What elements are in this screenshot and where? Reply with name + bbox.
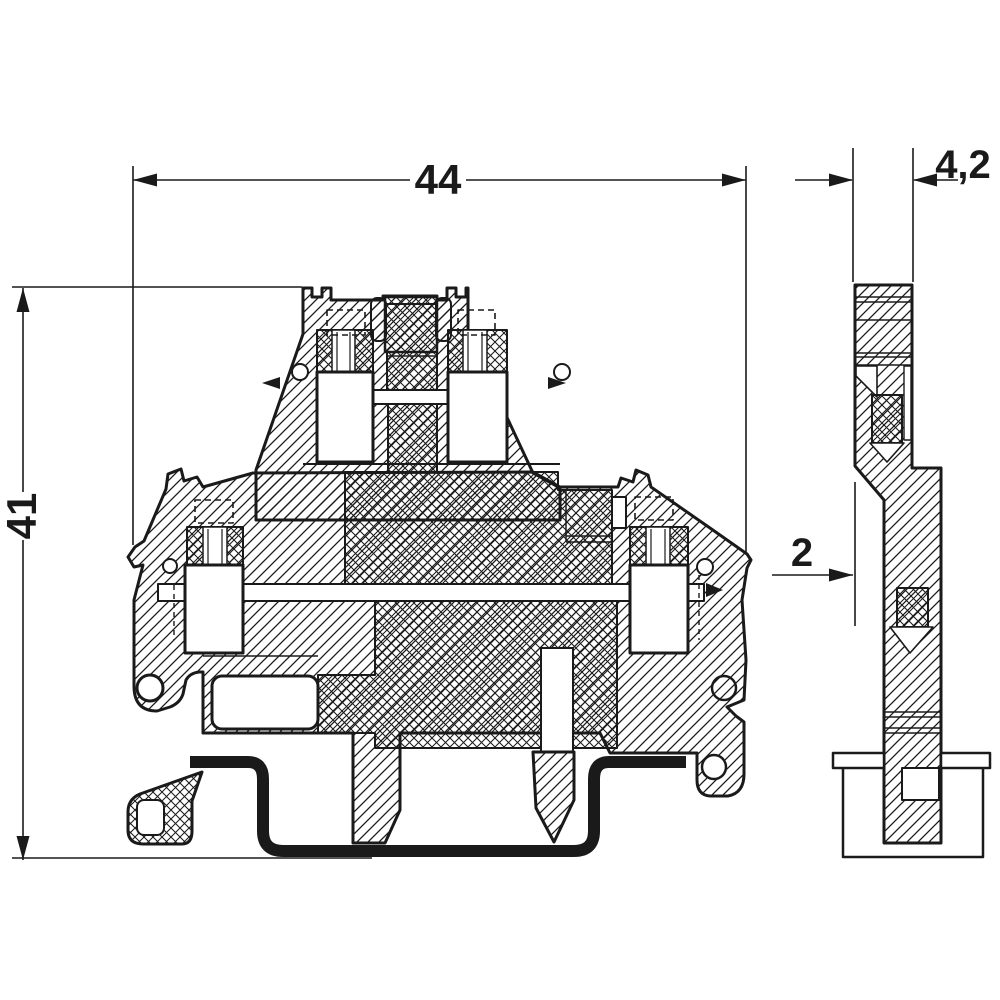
dim-width-label: 44: [415, 156, 462, 203]
shaft-hole: [696, 558, 714, 576]
side-lug-window: [611, 496, 627, 529]
arrow-down-icon: [16, 836, 30, 860]
shaft-hole: [553, 363, 571, 381]
lower-busbar-arrow-right-icon: [706, 583, 723, 597]
shaft-hole: [291, 363, 309, 381]
side-clamp-lower: [896, 587, 929, 628]
upper-busbar: [372, 389, 449, 405]
arrow-up-icon: [16, 288, 30, 312]
dim-height-label: 41: [0, 493, 45, 540]
side-step-cutout: [901, 767, 940, 801]
hidden-edge-box: [194, 499, 234, 524]
foot-hole-left: [135, 673, 165, 703]
foot-slot: [136, 799, 165, 836]
din-rail-side: [831, 751, 992, 859]
front-view: [126, 286, 753, 857]
center-head-block: [383, 295, 439, 354]
hidden-edge-box: [634, 496, 674, 521]
clamp-screw-bottom-left: [183, 563, 245, 655]
arrow-right-icon: [829, 568, 853, 582]
clamp-screw-top-left: [315, 370, 375, 464]
hidden-edge-box: [457, 309, 496, 336]
side-slot: [903, 365, 912, 441]
center-column: [387, 403, 438, 473]
dimension-labels: 44 41 4,2 2: [0, 143, 991, 575]
center-chamber-upper: [344, 471, 613, 587]
arrow-left-icon: [133, 173, 157, 187]
arrow-right-icon: [829, 173, 853, 187]
upper-busbar-arrow-right-icon: [548, 377, 566, 389]
clamp-screw-bottom-right: [628, 563, 690, 655]
side-view: [831, 283, 992, 859]
shaft-hole: [162, 558, 178, 574]
hidden-edge-box: [326, 309, 366, 336]
arrow-left-icon: [913, 173, 937, 187]
side-clamp-upper: [871, 394, 903, 444]
foot-hole-right-lower: [700, 753, 728, 781]
upper-busbar-arrow-left-icon: [262, 377, 280, 389]
din-rail-profile: [190, 756, 686, 857]
foot-hole-right-upper: [710, 674, 738, 702]
dimension-arrows: [16, 173, 937, 860]
center-sub-block: [386, 351, 438, 391]
arrow-right-icon: [722, 173, 746, 187]
latch-leg: [531, 750, 576, 844]
clamp-screw-top-right: [446, 370, 509, 464]
dim-depth-label: 4,2: [935, 143, 991, 187]
dim-offset-label: 2: [791, 531, 813, 575]
funnel-cutout: [889, 626, 934, 654]
marking-window: [210, 674, 320, 731]
funnel-cutout: [869, 442, 905, 463]
chamber-slot: [540, 647, 574, 753]
